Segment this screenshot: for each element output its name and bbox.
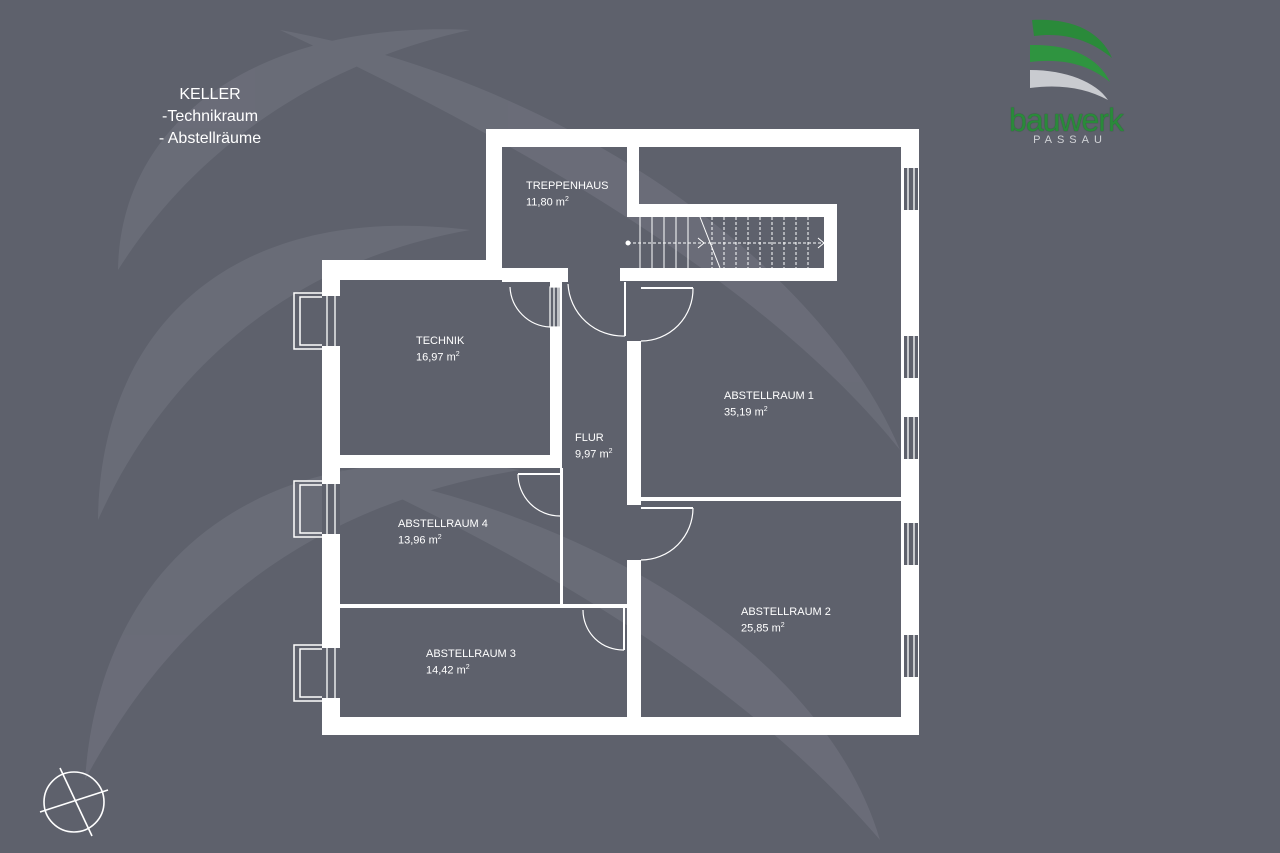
logo-subtitle: PASSAU [1033,134,1107,146]
room-label-abstellraum-2: ABSTELLRAUM 2 25,85 m2 [741,606,831,636]
room-name: TECHNIK [416,335,465,347]
room-label-treppenhaus: TREPPENHAUS 11,80 m2 [526,180,609,210]
room-label-abstellraum-3: ABSTELLRAUM 3 14,42 m2 [426,648,516,678]
compass-icon [39,767,109,837]
room-name: ABSTELLRAUM 1 [724,390,814,402]
plan-title-line: - Abstellräume [158,130,262,147]
room-area: 25,85 m [741,622,781,635]
walls [322,129,919,735]
room-name: FLUR [575,432,604,444]
area-superscript: 2 [564,196,569,203]
room-area: 13,96 m [398,534,438,547]
room-name: ABSTELLRAUM 4 [398,518,488,530]
plan-title-line: -Technikraum [161,108,259,125]
logo-brand: bauwerk [1009,102,1124,138]
room-name: ABSTELLRAUM 3 [426,648,516,660]
window-panes [326,168,915,698]
logo-swoosh-icon [1030,19,1112,100]
room-area: 35,19 m [724,406,764,419]
room-area: 9,97 m [575,448,609,461]
area-superscript: 2 [465,664,470,671]
plan-title-line: KELLER [179,86,241,103]
area-superscript: 2 [608,448,613,455]
room-area: 16,97 m [416,351,456,364]
area-superscript: 2 [455,351,460,358]
room-area: 14,42 m [426,664,466,677]
plan-title: KELLER -Technikraum - Abstellräume [150,84,270,150]
room-label-abstellraum-1: ABSTELLRAUM 1 35,19 m2 [724,390,814,420]
area-superscript: 2 [780,622,785,629]
room-name: TREPPENHAUS [526,180,609,192]
room-label-technik: TECHNIK 16,97 m2 [416,335,464,365]
stair-icon [625,216,825,269]
room-label-abstellraum-4: ABSTELLRAUM 4 13,96 m2 [398,518,488,548]
background-swoosh-icon [85,29,900,840]
room-label-flur: FLUR 9,97 m2 [575,432,613,462]
room-name: ABSTELLRAUM 2 [741,606,831,618]
area-superscript: 2 [437,534,442,541]
room-area: 11,80 m [526,196,565,209]
door-swing-icon [509,282,694,651]
area-superscript: 2 [763,406,768,413]
